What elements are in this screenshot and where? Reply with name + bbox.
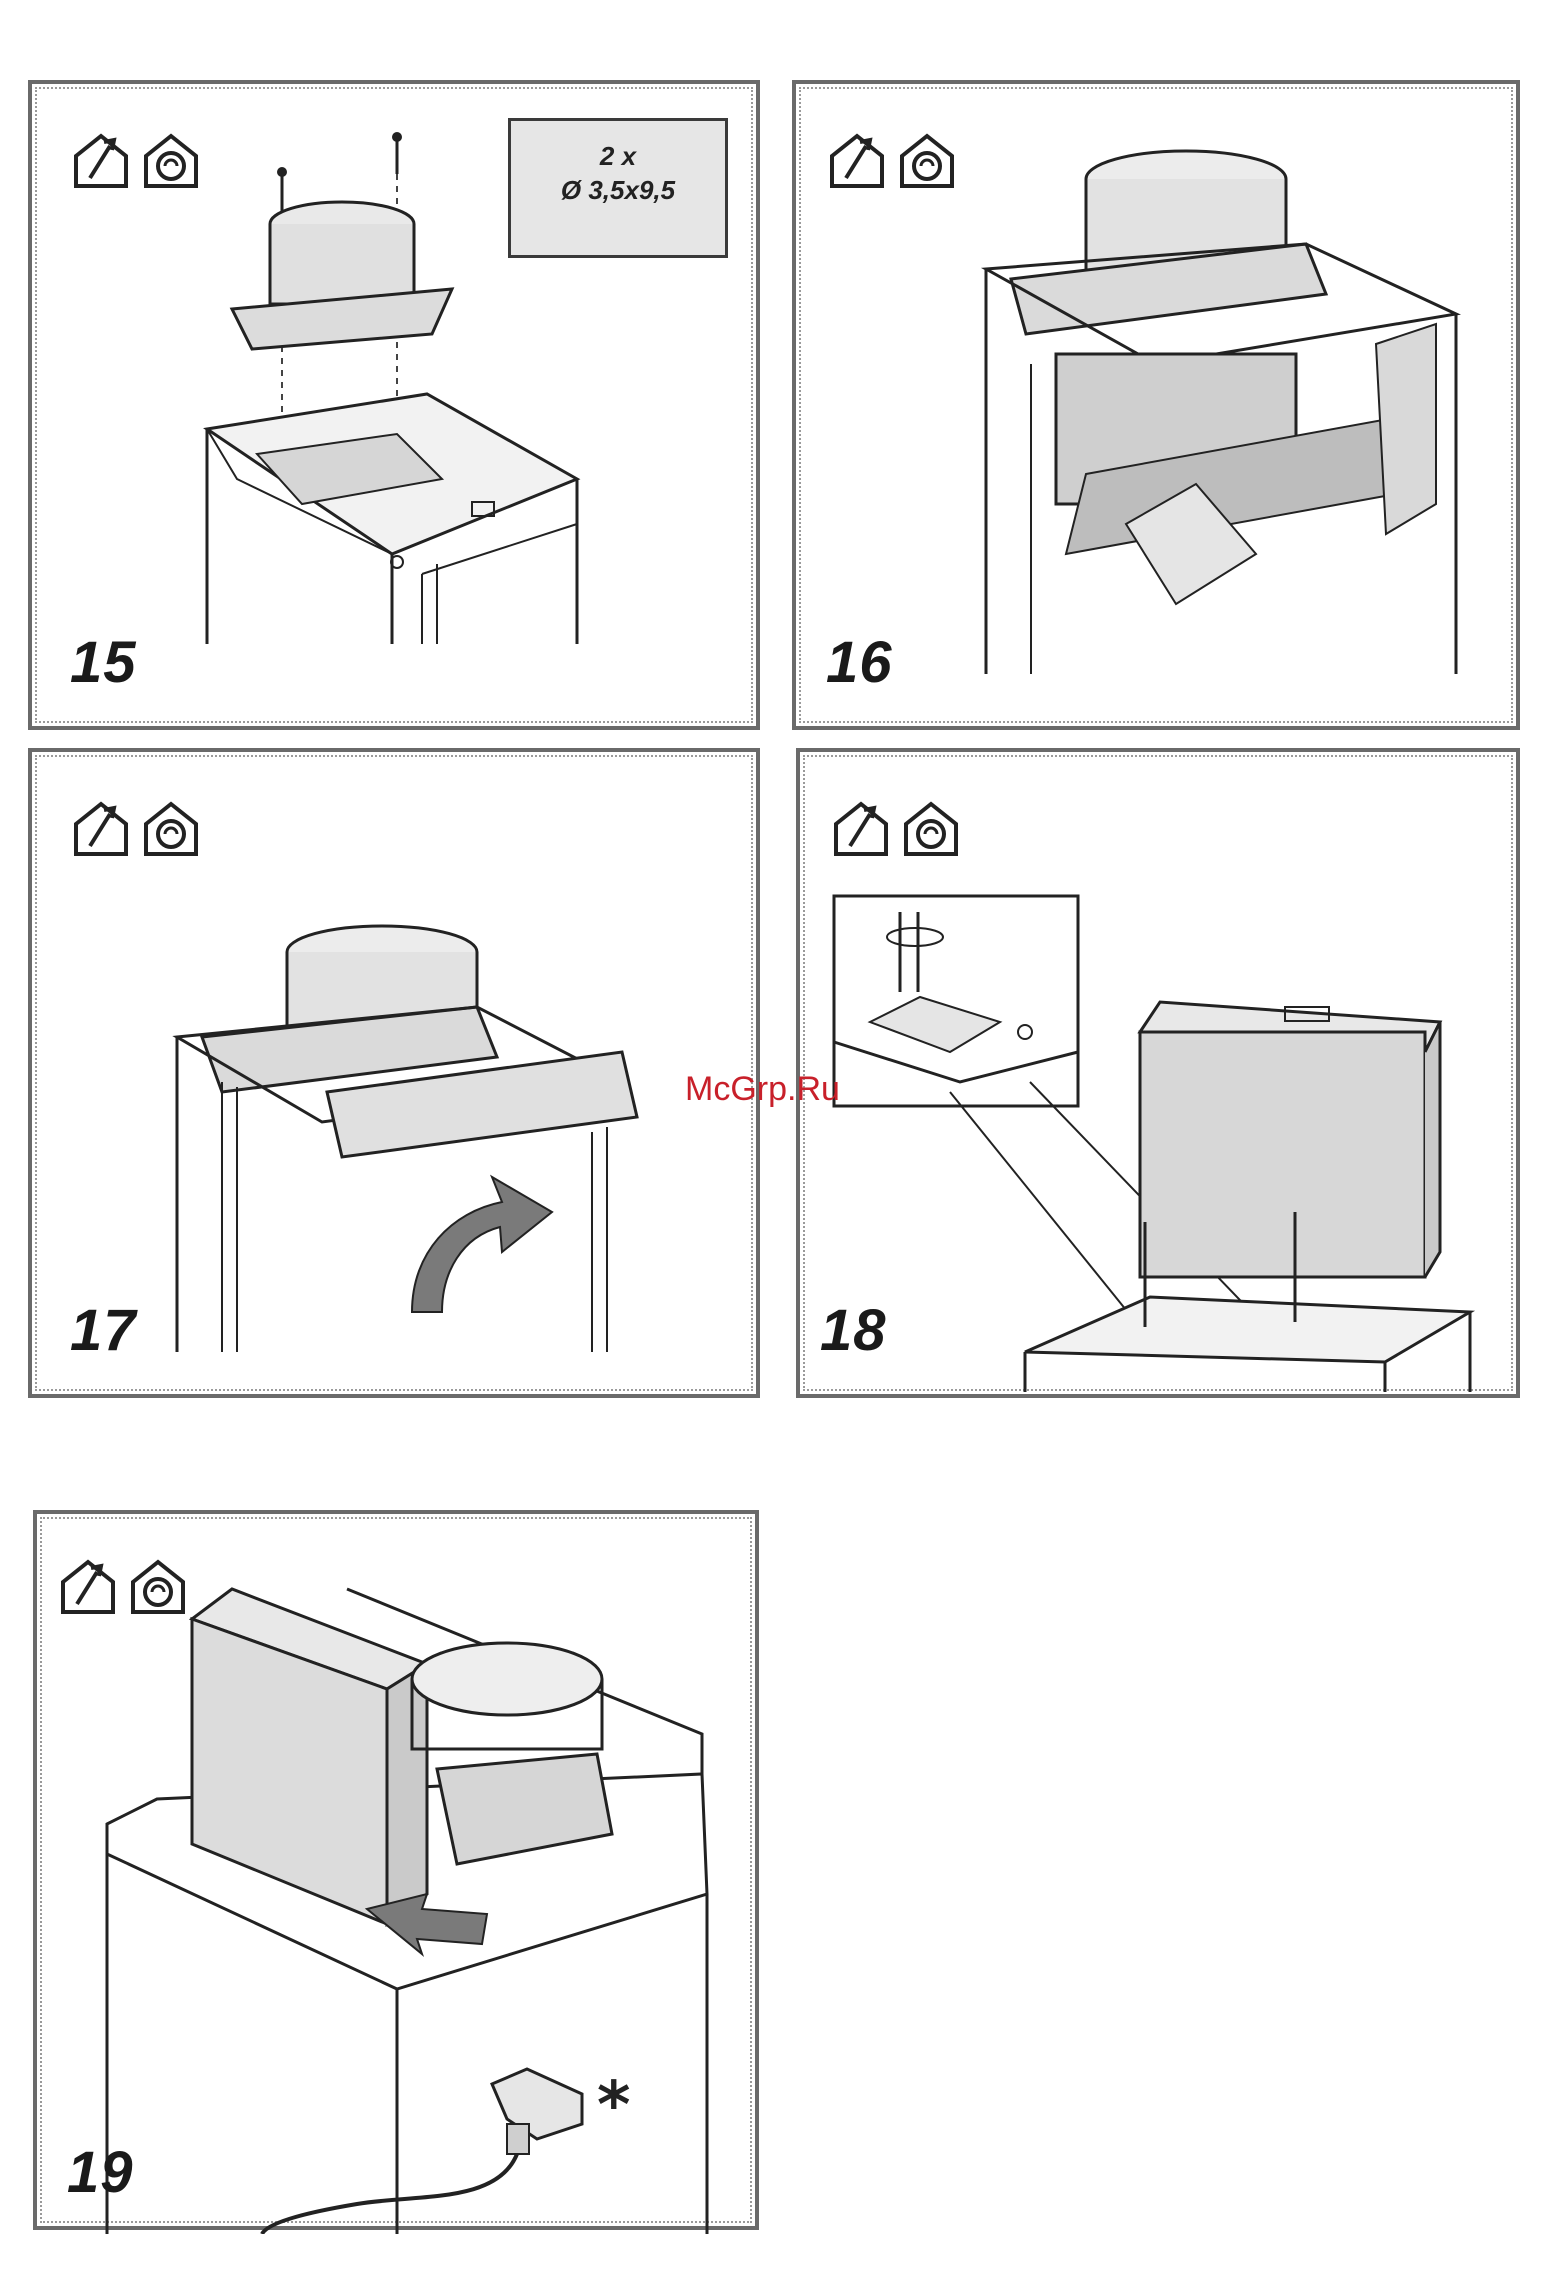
step-panel-19: * 19 — [33, 1510, 759, 2230]
step-panel-15: 2 x Ø 3,5x9,5 15 — [28, 80, 760, 730]
motor-unit-strap-illustration — [796, 84, 1524, 734]
step-number: 15 — [70, 629, 137, 696]
step-number: 19 — [67, 2139, 134, 2206]
step-panel-18: 18 — [796, 748, 1520, 1398]
watermark: McGrp.Ru — [685, 1070, 840, 1109]
power-plug-connection-illustration — [37, 1514, 763, 2234]
duct-adapter-on-chimney-illustration — [32, 84, 764, 734]
step-panel-16: 16 — [792, 80, 1520, 730]
flap-fold-illustration — [32, 752, 764, 1402]
step-number: 17 — [70, 1297, 137, 1364]
step-number: 16 — [826, 629, 893, 696]
step-number: 18 — [820, 1297, 887, 1364]
note-asterisk: * — [597, 2069, 630, 2143]
step-panel-17: 17 — [28, 748, 760, 1398]
filter-box-mounting-illustration — [800, 752, 1524, 1402]
